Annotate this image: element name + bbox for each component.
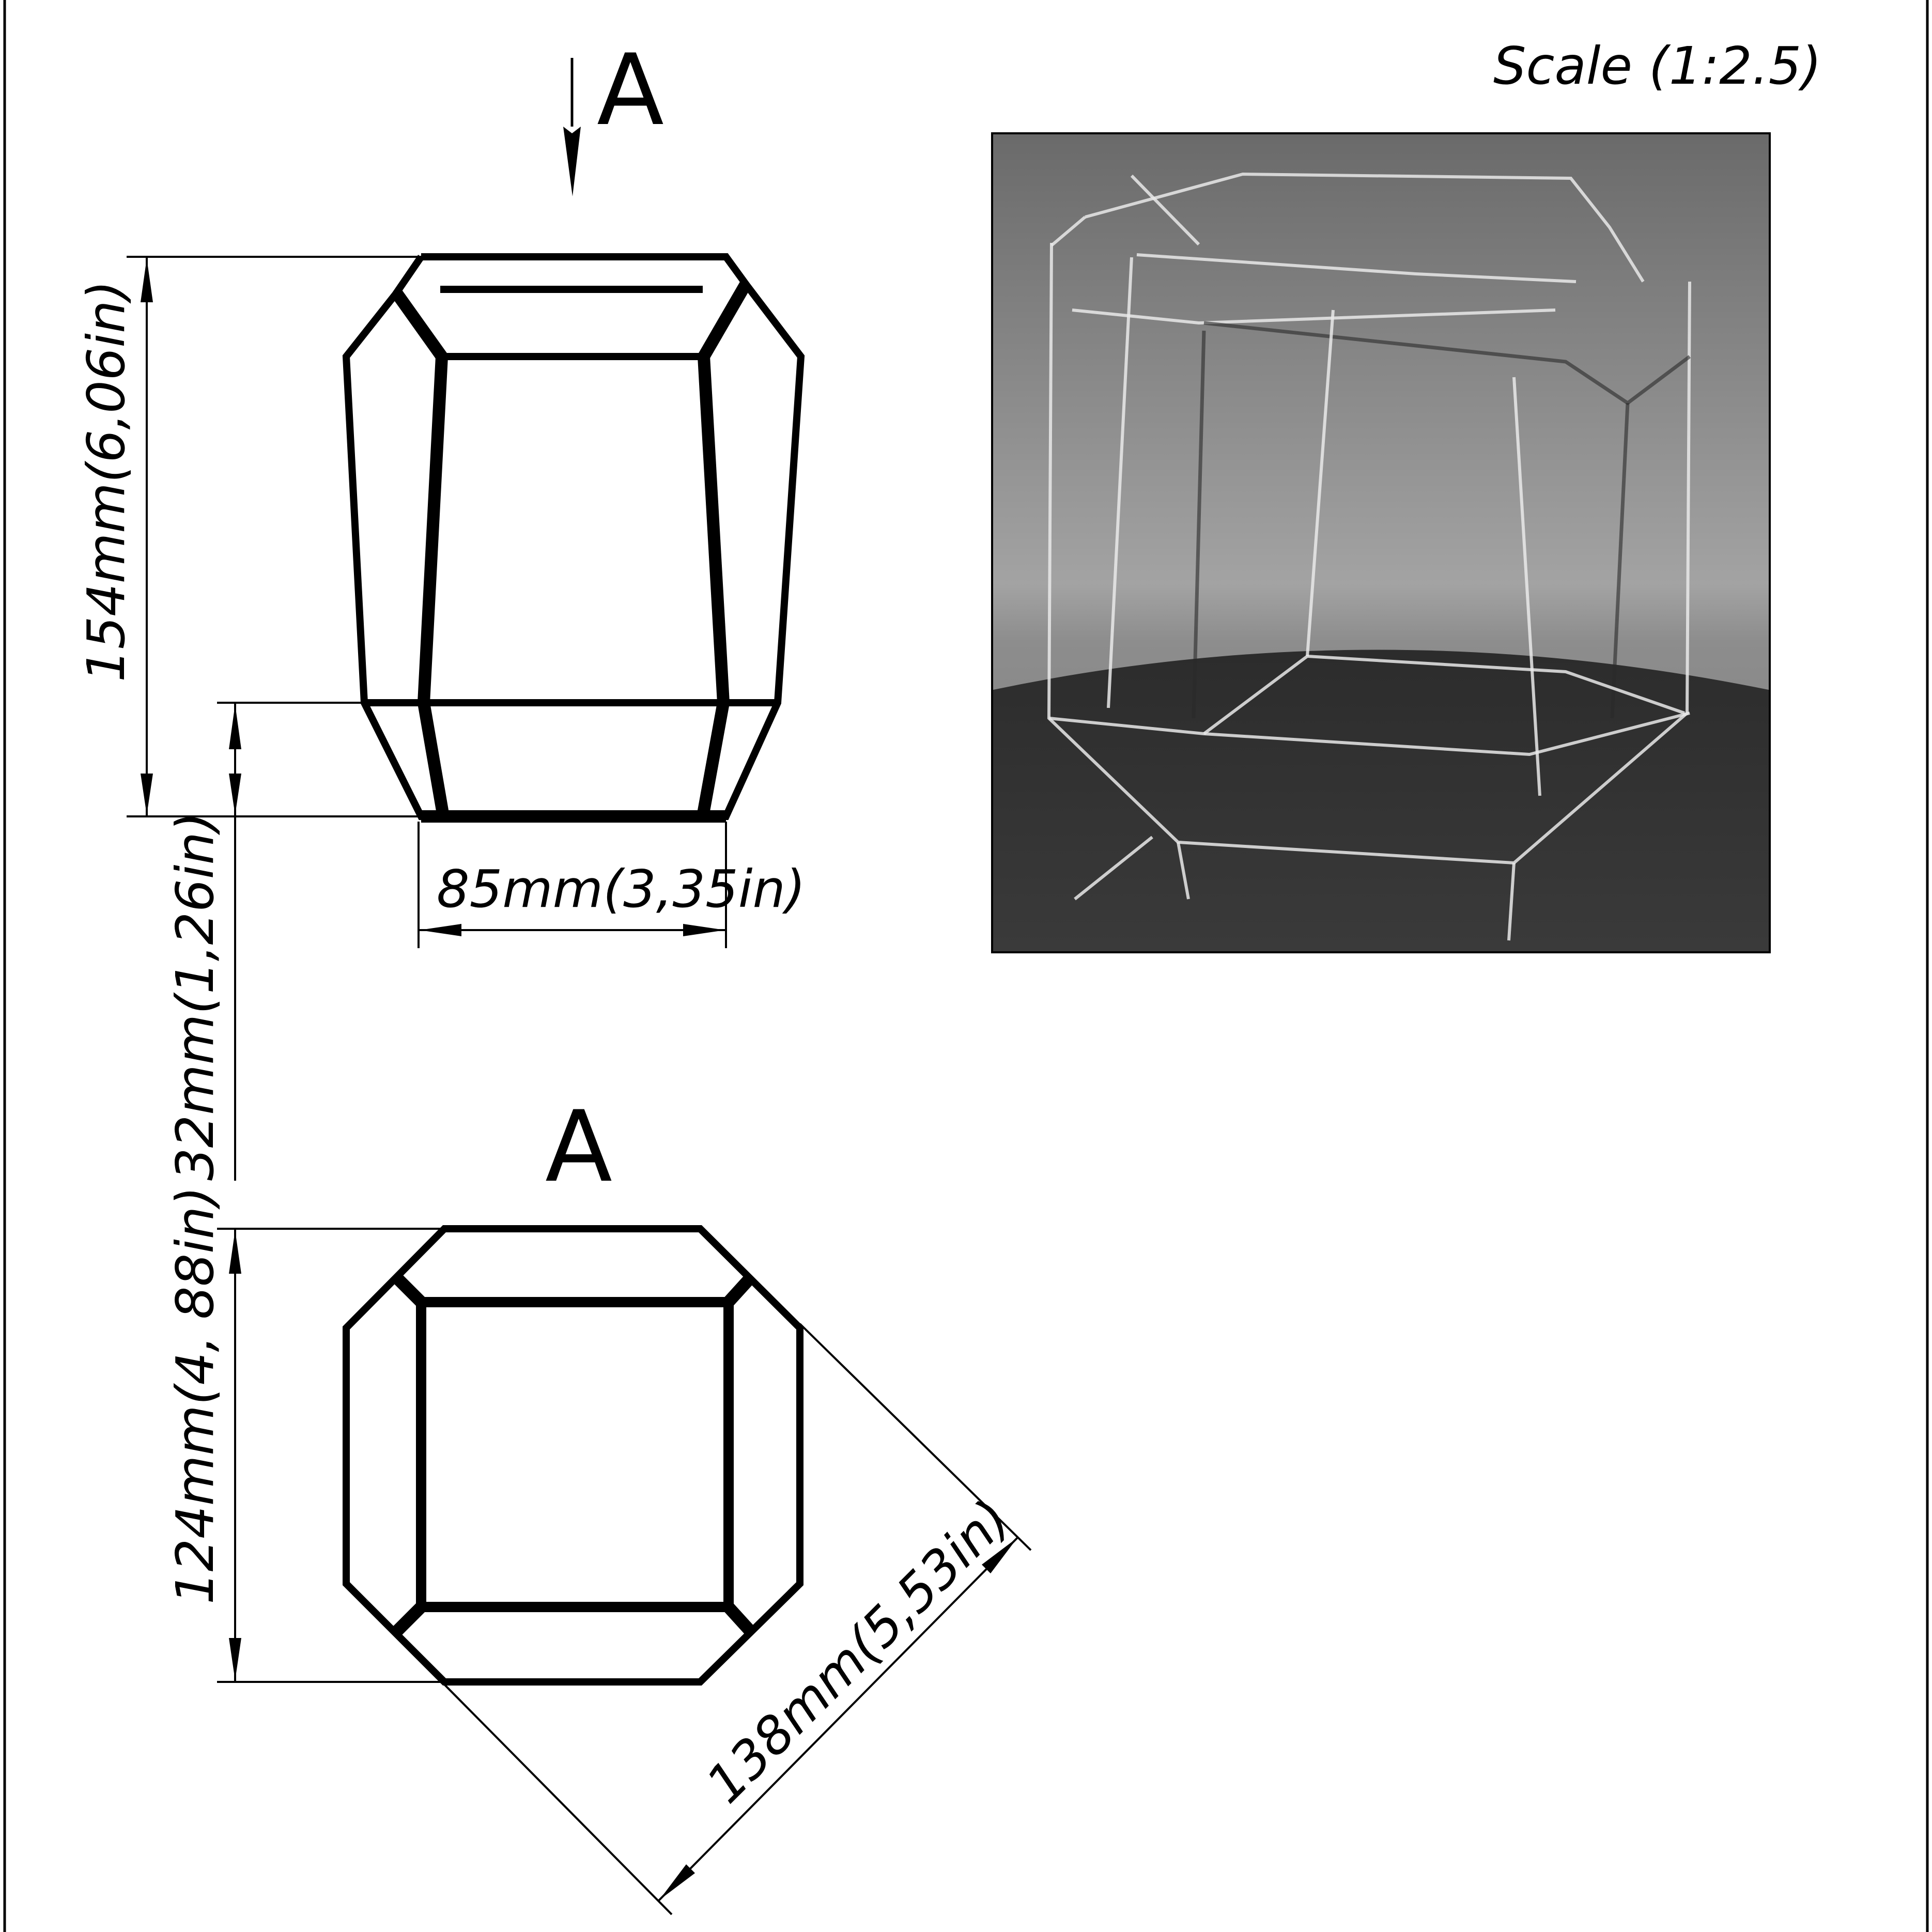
height-dimension [127,256,421,817]
glass-object-icon [1047,172,1691,941]
front-view [342,253,805,823]
section-arrow-icon [563,58,581,196]
section-view-label-a: A [545,1090,612,1204]
base-height-dimension [217,702,364,1181]
base-height-dimension-label: 32mm(1,26in) [165,812,225,1181]
section-marker-a: A [597,33,664,147]
diagonal-dimension-label: 138mm(5,53in) [694,1488,1022,1815]
height-dimension-label: 154mm(6,06in) [76,280,136,682]
depth-dimension-label: 124mm(4, 88in) [165,1186,225,1604]
width-dimension [418,822,727,948]
terrarium-render-image [991,132,1771,953]
top-view [343,1225,803,1686]
width-dimension-label: 85mm(3,35in) [437,859,806,919]
depth-dimension [217,1228,444,1683]
scale-label: Scale (1:2.5) [1493,36,1821,96]
diagonal-dimension [441,1323,1032,1915]
